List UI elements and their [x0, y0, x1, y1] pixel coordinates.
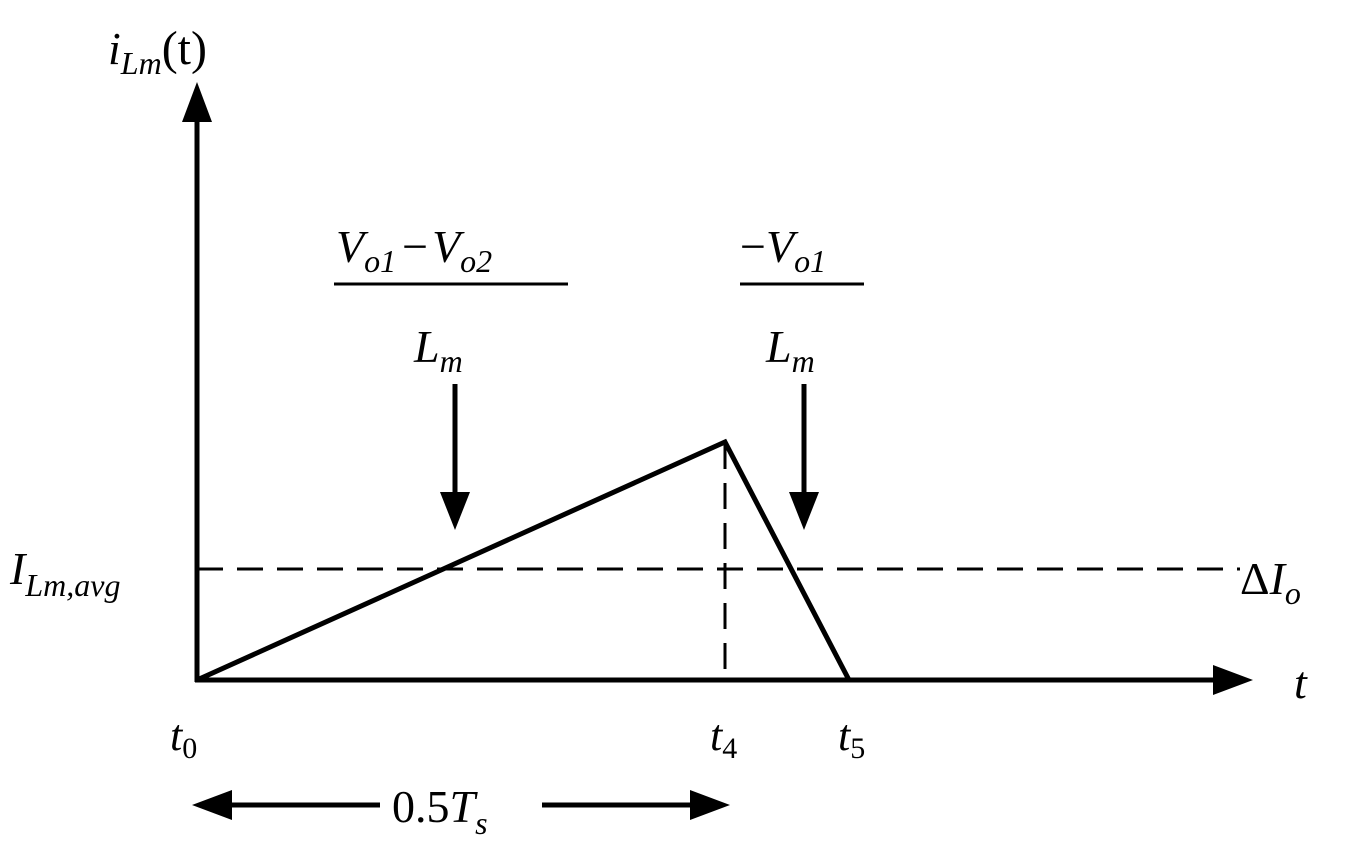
fall-slope-numerator: −Vo1	[740, 221, 826, 279]
rise-slope-numerator: Vo1−Vo2	[336, 221, 492, 279]
fall-slope-pointer-arrowhead	[789, 492, 819, 530]
t5-label: t5	[838, 711, 865, 765]
period-arrow-left-head	[192, 790, 232, 820]
fall-slope-denominator: Lm	[765, 321, 815, 379]
average-level-label: ILm,avg	[9, 543, 120, 603]
ripple-label: ΔIo	[1240, 553, 1301, 611]
rise-slope-pointer-arrowhead	[440, 492, 470, 530]
t0-label: t0	[170, 711, 197, 765]
x-axis-label: t	[1294, 657, 1308, 708]
y-axis-label: iLm(t)	[108, 22, 207, 81]
x-axis-arrowhead	[1213, 665, 1253, 695]
inductor-current-waveform	[195, 438, 852, 683]
period-arrow-right-head	[690, 790, 730, 820]
rise-slope-denominator: Lm	[413, 321, 463, 379]
t4-label: t4	[710, 711, 737, 765]
half-period-label: 0.5Ts	[392, 781, 488, 841]
y-axis-arrowhead	[182, 82, 212, 122]
